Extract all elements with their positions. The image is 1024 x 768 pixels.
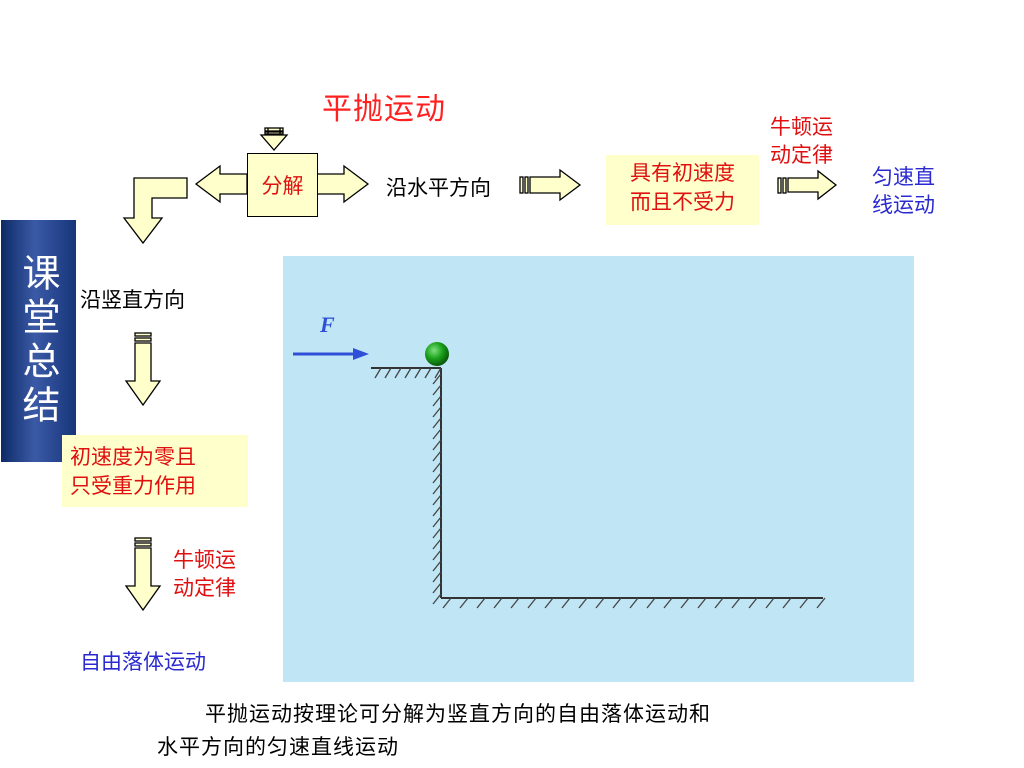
hatch-mark xyxy=(374,367,382,379)
ledge xyxy=(371,367,823,599)
vertical-law-line2: 动定律 xyxy=(173,576,236,600)
hatch-mark xyxy=(748,597,758,609)
hatch-mark xyxy=(434,367,442,379)
decompose-box: 分解 xyxy=(247,153,318,217)
hatch-mark xyxy=(432,417,442,429)
hatch-mark xyxy=(432,582,442,594)
hatch-mark xyxy=(384,367,392,379)
hatch-mark xyxy=(394,367,402,379)
horizontal-result-line2: 线运动 xyxy=(872,193,935,217)
hatch-mark xyxy=(432,373,442,385)
hatch-mark xyxy=(432,428,442,440)
hatch-mark xyxy=(680,597,690,609)
hatch-mark xyxy=(432,560,442,572)
horizontal-law-line1: 牛顿运 xyxy=(770,115,833,139)
hatch-mark xyxy=(432,538,442,550)
vertical-direction-label: 沿竖直方向 xyxy=(80,288,185,312)
hatch-mark xyxy=(663,597,673,609)
hatch-mark xyxy=(432,439,442,451)
vertical-condition-box: 初速度为零且 只受重力作用 xyxy=(62,435,248,507)
hatch-mark xyxy=(578,597,588,609)
hatch-mark xyxy=(432,516,442,528)
horizontal-law-line2: 动定律 xyxy=(770,143,833,167)
hatch-mark xyxy=(714,597,724,609)
summary-line2: 水平方向的匀速直线运动 xyxy=(157,735,399,759)
hatch-mark xyxy=(459,597,469,609)
hatch-mark xyxy=(646,597,656,609)
horizontal-arrow-2 xyxy=(777,169,838,201)
hatch-mark xyxy=(527,597,537,609)
hatch-mark xyxy=(697,597,707,609)
hatch-mark xyxy=(432,571,442,583)
hatch-mark xyxy=(432,384,442,396)
decompose-label: 分解 xyxy=(261,174,304,198)
bent-down-arrow xyxy=(122,177,188,245)
horizontal-result-line1: 匀速直 xyxy=(872,165,935,189)
force-arrow xyxy=(293,348,369,360)
hatch-mark xyxy=(432,450,442,462)
vertical-result-label: 自由落体运动 xyxy=(80,650,206,674)
horizontal-condition-line2: 而且不受力 xyxy=(630,190,735,214)
hatch-mark xyxy=(432,472,442,484)
ball xyxy=(425,342,449,366)
hatch-mark xyxy=(432,461,442,473)
hatch-mark xyxy=(432,494,442,506)
hatch-mark xyxy=(432,505,442,517)
hatch-mark xyxy=(561,597,571,609)
hatch-mark xyxy=(595,597,605,609)
hatch-mark xyxy=(432,593,442,605)
hatch-mark xyxy=(782,597,792,609)
ground-hatches xyxy=(374,367,826,609)
vertical-arrow-1 xyxy=(124,332,162,407)
hatch-mark xyxy=(404,367,412,379)
hatch-mark xyxy=(476,597,486,609)
vertical-law-line1: 牛顿运 xyxy=(173,548,236,572)
horizontal-condition-box: 具有初速度 而且不受力 xyxy=(606,155,759,225)
horizontal-law-label: 牛顿运 动定律 xyxy=(770,113,833,169)
hatch-mark xyxy=(432,549,442,561)
hatch-mark xyxy=(414,367,422,379)
hatch-mark xyxy=(816,597,826,609)
force-label: F xyxy=(320,312,335,337)
page-title: 平抛运动 xyxy=(322,92,446,127)
hatch-mark xyxy=(731,597,741,609)
hatch-mark xyxy=(432,406,442,418)
side-label: 课堂总结 xyxy=(1,220,76,462)
hatch-mark xyxy=(432,483,442,495)
hatch-mark xyxy=(629,597,639,609)
scene-drawing xyxy=(293,342,826,609)
vertical-condition-line1: 初速度为零且 xyxy=(70,445,196,469)
hatch-mark xyxy=(765,597,775,609)
hatch-mark xyxy=(544,597,554,609)
summary-text: 平抛运动按理论可分解为竖直方向的自由落体运动和 水平方向的匀速直线运动 xyxy=(157,698,877,764)
hatch-mark xyxy=(799,597,809,609)
hatch-mark xyxy=(432,395,442,407)
hatch-mark xyxy=(612,597,622,609)
horizontal-arrow-1 xyxy=(519,168,582,202)
physics-scene: F xyxy=(283,256,914,682)
input-down-arrow xyxy=(259,127,289,151)
hatch-mark xyxy=(510,597,520,609)
horizontal-result-label: 匀速直 线运动 xyxy=(872,163,935,219)
vertical-arrow-2 xyxy=(124,537,162,612)
hatch-mark xyxy=(493,597,503,609)
horizontal-direction-label: 沿水平方向 xyxy=(386,176,491,200)
summary-line1: 平抛运动按理论可分解为竖直方向的自由落体运动和 xyxy=(205,702,711,726)
vertical-condition-line2: 只受重力作用 xyxy=(70,474,196,498)
vertical-law-label: 牛顿运 动定律 xyxy=(173,546,236,602)
hatch-mark xyxy=(442,597,452,609)
hatch-mark xyxy=(424,367,432,379)
horizontal-condition-line1: 具有初速度 xyxy=(630,161,735,185)
hatch-mark xyxy=(432,527,442,539)
